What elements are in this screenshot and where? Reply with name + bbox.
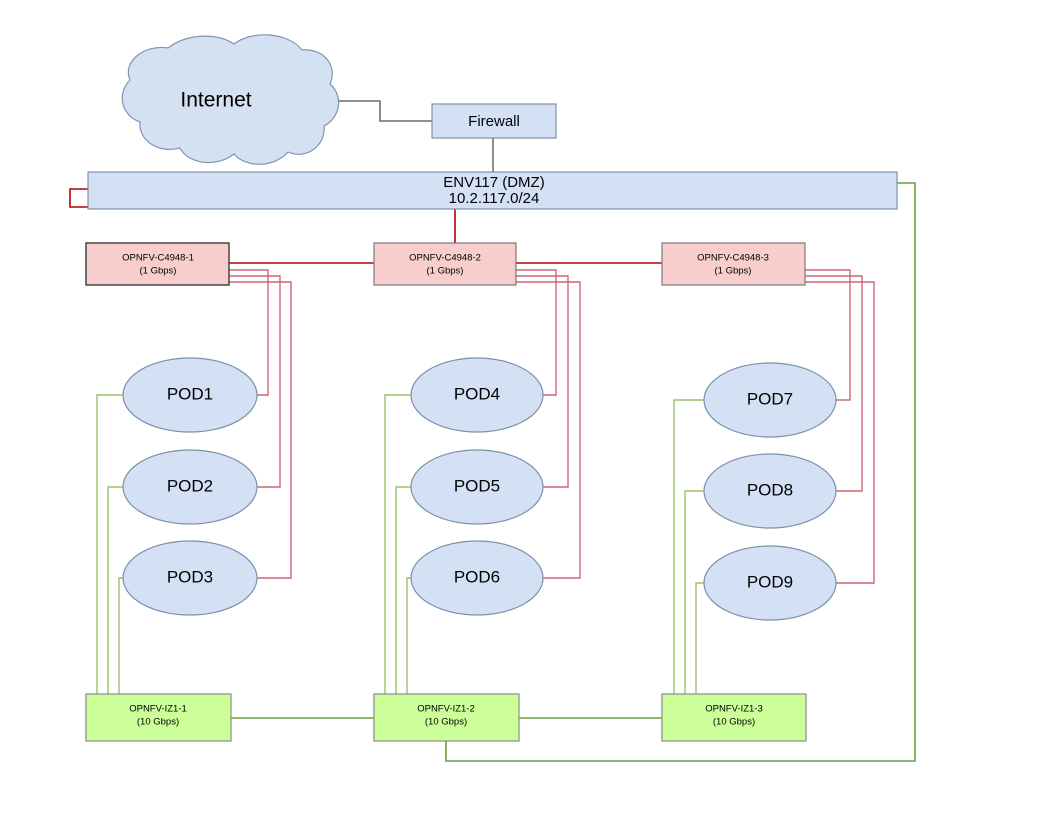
switch3-speed: (1 Gbps) [715,266,752,277]
switch1-box [85,242,230,286]
edge-switch1-pod1 [229,269,269,396]
pod8-label: POD8 [747,480,793,499]
spine1-speed: (10 Gbps) [137,717,179,728]
env117-label-line2: 10.2.117.0/24 [449,190,540,207]
edge-pod4-spine2 [384,394,411,698]
switch-node-opnfv-c4948-3[interactable]: OPNFV-C4948-3 (1 Gbps) [661,242,806,286]
spine2-box [373,693,520,742]
firewall-label: Firewall [468,113,520,130]
firewall-box [431,103,557,139]
pod1-label: POD1 [167,384,213,403]
internet-cloud-node[interactable]: Internet [121,34,340,165]
edge-env117-spine2 [445,182,916,762]
spine3-name: OPNFV-IZ1-3 [705,704,763,715]
edge-switch1-pod3 [229,281,292,579]
edge-switch3-pod8 [805,275,863,492]
edge-pod8-spine3 [684,490,705,698]
pod4-ellipse [410,357,544,433]
switch1-name: OPNFV-C4948-1 [122,253,194,264]
edge-pod9-spine3 [695,582,705,698]
switch-node-opnfv-c4948-1[interactable]: OPNFV-C4948-1 (1 Gbps) [85,242,230,286]
switch3-box [661,242,806,286]
pod-node-pod5[interactable]: POD5 [410,449,544,525]
edge-pod2-spine1 [107,486,123,698]
pod5-label: POD5 [454,476,500,495]
pod2-label: POD2 [167,476,213,495]
edge-pod7-spine3 [673,399,705,698]
pod-node-pod9[interactable]: POD9 [703,545,837,621]
edge-pod5-spine2 [395,486,411,698]
edge-pod6-spine2 [406,577,411,698]
env117-dmz-bar[interactable]: ENV117 (DMZ) 10.2.117.0/24 [87,171,898,210]
pod1-ellipse [122,357,258,433]
edge-pod1-spine1 [96,394,123,698]
switch2-speed: (1 Gbps) [427,266,464,277]
edge-switch2-pod5 [516,275,569,488]
switch2-box [373,242,517,286]
edge-switch2-pod4 [516,269,557,396]
spine2-speed: (10 Gbps) [425,717,467,728]
edge-switch3-pod7 [805,269,851,401]
pod7-label: POD7 [747,389,793,408]
pod-node-pod7[interactable]: POD7 [703,362,837,438]
pod-node-pod4[interactable]: POD4 [410,357,544,433]
spine1-box [85,693,232,742]
pod2-ellipse [122,449,258,525]
edge-switch1-pod2 [229,275,281,488]
pod-node-pod1[interactable]: POD1 [122,357,258,433]
pod9-label: POD9 [747,572,793,591]
switch3-name: OPNFV-C4948-3 [697,253,769,264]
pod5-ellipse [410,449,544,525]
spine-node-opnfv-iz1-1[interactable]: OPNFV-IZ1-1 (10 Gbps) [85,693,232,742]
env117-label-line1: ENV117 (DMZ) [443,174,544,191]
pod-node-pod3[interactable]: POD3 [122,540,258,616]
switch2-name: OPNFV-C4948-2 [409,253,481,264]
edge-env117-switch2 [69,188,456,243]
edge-pod3-spine1 [118,577,123,698]
spine-node-opnfv-iz1-2[interactable]: OPNFV-IZ1-2 (10 Gbps) [373,693,520,742]
pod7-ellipse [703,362,837,438]
edge-switch2-pod6 [516,281,581,579]
spine3-box [661,693,807,742]
spine3-speed: (10 Gbps) [713,717,755,728]
pod-node-pod2[interactable]: POD2 [122,449,258,525]
cloud-shape [121,34,340,165]
edge-internet-firewall [325,100,432,122]
spine-node-opnfv-iz1-3[interactable]: OPNFV-IZ1-3 (10 Gbps) [661,693,807,742]
pod8-ellipse [703,453,837,529]
spine2-name: OPNFV-IZ1-2 [417,704,475,715]
pod6-label: POD6 [454,567,500,586]
pod9-ellipse [703,545,837,621]
pod-node-pod6[interactable]: POD6 [410,540,544,616]
env117-box [87,171,898,210]
switch-node-opnfv-c4948-2[interactable]: OPNFV-C4948-2 (1 Gbps) [373,242,517,286]
pod6-ellipse [410,540,544,616]
pod-node-pod8[interactable]: POD8 [703,453,837,529]
edge-switch3-pod9 [805,281,875,584]
spine1-name: OPNFV-IZ1-1 [129,704,187,715]
switch1-speed: (1 Gbps) [140,266,177,277]
firewall-node[interactable]: Firewall [431,103,557,139]
pod4-label: POD4 [454,384,500,403]
internet-label: Internet [180,89,251,112]
pod3-label: POD3 [167,567,213,586]
pod3-ellipse [122,540,258,616]
